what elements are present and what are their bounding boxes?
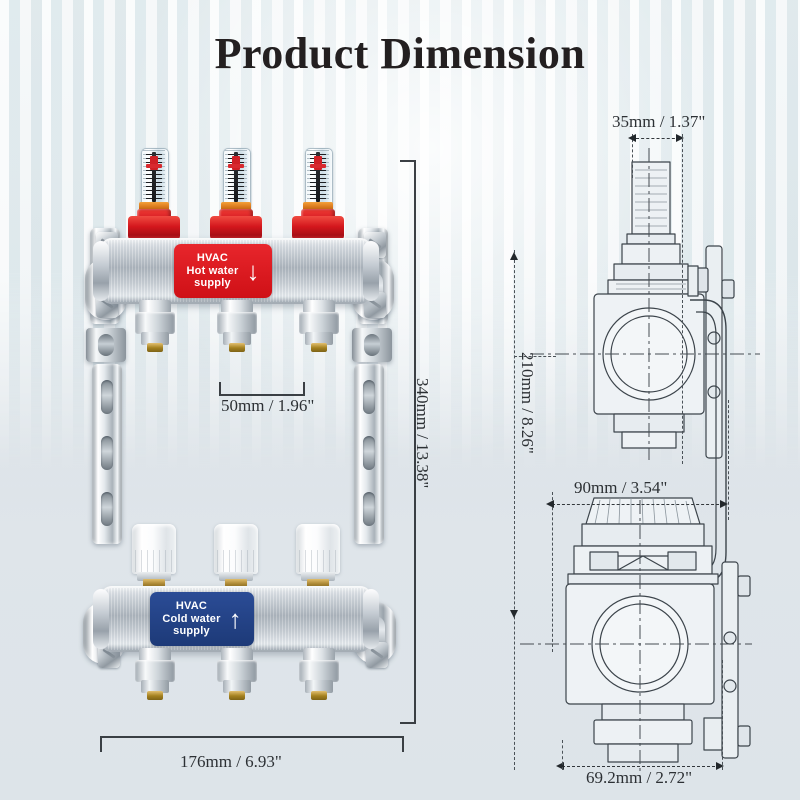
dimension-arrow-90mm	[552, 504, 724, 505]
label-line-1: HVAC	[175, 599, 208, 612]
bracket-foot-left	[86, 328, 126, 362]
valve-body-red	[292, 216, 344, 240]
extension-line	[514, 250, 515, 770]
cold-water-supply-label: HVAC Cold water supply ↑	[150, 592, 254, 646]
arrowhead-left	[546, 500, 554, 508]
arrowhead-up	[510, 252, 518, 260]
hot-water-supply-label: HVAC Hot water supply ↓	[174, 244, 272, 298]
vertical-rail-left	[92, 364, 122, 544]
extension-line	[514, 356, 556, 357]
valve-cap-white	[214, 524, 258, 590]
extension-line	[552, 492, 553, 652]
product-photo: HVAC Hot water supply ↓	[83, 140, 398, 740]
dimension-arrow-69mm	[562, 766, 720, 767]
dimension-overall-width: 176mm / 6.93"	[180, 752, 282, 771]
dimension-overall-height: 340mm / 13.38"	[413, 378, 432, 489]
dimension-depth-upper: 90mm / 3.54"	[574, 478, 668, 497]
outlet-fitting	[135, 300, 175, 356]
outlet-fitting	[135, 648, 175, 704]
valve-body-red	[210, 216, 262, 240]
label-line-3: supply	[173, 625, 210, 638]
valve-cap-white	[296, 524, 340, 590]
extension-line	[728, 400, 729, 520]
page-title: Product Dimension	[214, 29, 586, 78]
down-arrow-icon: ↓	[246, 255, 260, 286]
dimension-depth-lower: 69.2mm / 2.72"	[586, 768, 693, 787]
label-line-2: Hot water	[186, 264, 239, 277]
dimension-bracket-spacing	[219, 382, 305, 396]
vertical-rail-right	[354, 364, 384, 544]
outlet-fitting	[217, 648, 257, 704]
label-line-3: supply	[194, 277, 231, 290]
arrowhead-down	[510, 610, 518, 618]
up-arrow-icon: ↑	[228, 603, 242, 634]
dimension-arrow-35mm	[636, 138, 680, 139]
outlet-fitting	[217, 300, 257, 356]
dimension-outlet-spacing: 50mm / 1.96"	[221, 396, 315, 415]
extension-line	[722, 660, 723, 770]
label-line-2: Cold water	[162, 612, 221, 625]
dimension-bracket-height	[400, 160, 416, 724]
dimension-bracket-width	[100, 736, 404, 752]
valve-cap-white	[132, 524, 176, 590]
dimension-valve-top-width: 35mm / 1.37"	[612, 112, 706, 131]
outlet-fitting	[299, 648, 339, 704]
arrowhead-left	[628, 134, 636, 142]
outlet-fitting	[299, 300, 339, 356]
arrowhead-left	[556, 762, 564, 770]
arrowhead-right	[720, 500, 728, 508]
arrowhead-right	[716, 762, 724, 770]
technical-drawing	[490, 100, 790, 800]
bracket-foot-right	[352, 328, 392, 362]
extension-line	[632, 134, 633, 178]
extension-line	[562, 740, 563, 770]
extension-line	[682, 134, 683, 464]
cad-linework	[520, 148, 760, 778]
dimension-manifold-center-height: 210mm / 8.26"	[518, 352, 537, 454]
arrowhead-right	[676, 134, 684, 142]
label-line-1: HVAC	[196, 251, 229, 264]
valve-body-red	[128, 216, 180, 240]
